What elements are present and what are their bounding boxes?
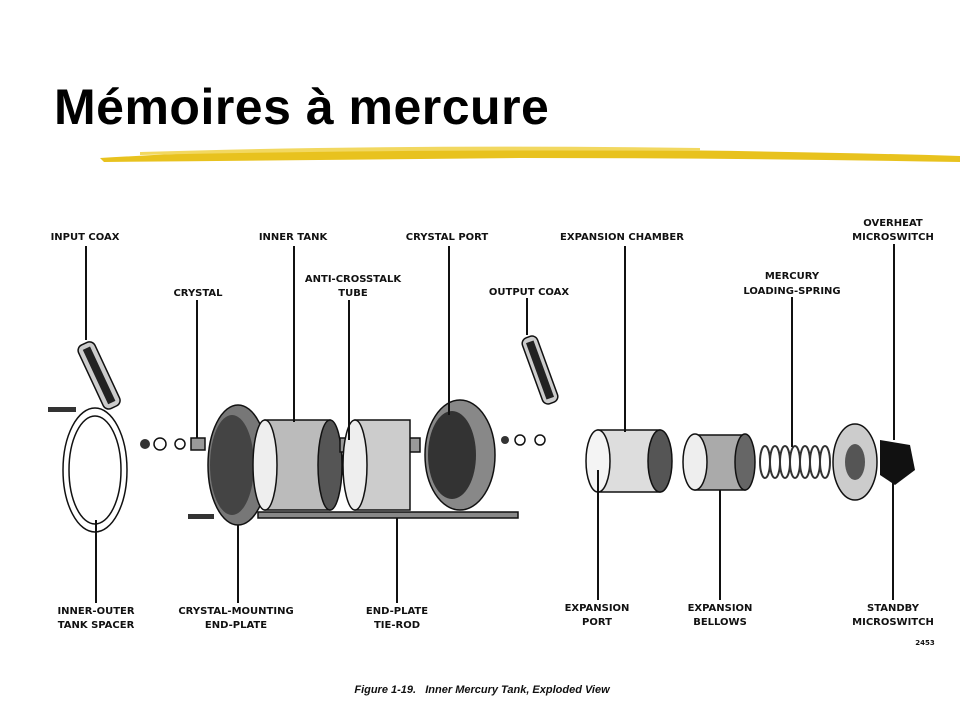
label-expansion-chamber: EXPANSION CHAMBER [560,232,684,243]
output-coax-part [521,335,559,405]
input-coax-part [77,341,121,410]
crystal-part [190,437,206,451]
label-expansion-port-2: PORT [582,617,612,628]
microswitch-part [880,440,915,485]
label-output-coax: OUTPUT COAX [489,287,570,298]
label-end-plate-1: CRYSTAL-MOUNTING [178,606,293,617]
label-mercury-spring-1: MERCURY [765,271,820,282]
label-bellows-2: BELLOWS [693,617,747,628]
label-crystal: CRYSTAL [173,288,223,299]
label-spacer-1: INNER-OUTER [57,606,134,617]
label-tie-rod-1: END-PLATE [366,606,428,617]
tank-spacer-ring [62,407,128,533]
figure-caption: Figure 1-19. Inner Mercury Tank, Explode… [354,684,611,696]
label-input-coax: INPUT COAX [51,232,120,243]
label-overheat-microswitch-2: MICROSWITCH [852,232,934,243]
label-mercury-spring-2: LOADING-SPRING [743,286,840,297]
label-spacer-2: TANK SPACER [58,620,135,631]
label-crystal-port: CRYSTAL PORT [406,232,489,243]
label-end-plate-2: END-PLATE [205,620,267,631]
parts [48,335,915,533]
loading-spring-part [759,445,831,479]
slide-title: Mémoires à mercure [54,79,550,135]
label-overheat-microswitch-1: OVERHEAT [863,218,923,229]
label-bellows-1: EXPANSION [688,603,753,614]
figure-number: 2453 [915,639,935,647]
label-inner-tank: INNER TANK [259,232,329,243]
title-underline-brush [100,146,960,162]
label-anti-crosstalk-1: ANTI-CROSSTALK [305,274,402,285]
label-standby-1: STANDBY [867,603,920,614]
tie-rod-part [257,511,519,519]
expansion-bellows-part [682,433,756,491]
label-anti-crosstalk-2: TUBE [338,288,368,299]
label-standby-2: MICROSWITCH [852,617,934,628]
label-tie-rod-2: TIE-ROD [374,620,420,631]
leader-lines [85,244,895,603]
label-expansion-port-1: EXPANSION [565,603,630,614]
